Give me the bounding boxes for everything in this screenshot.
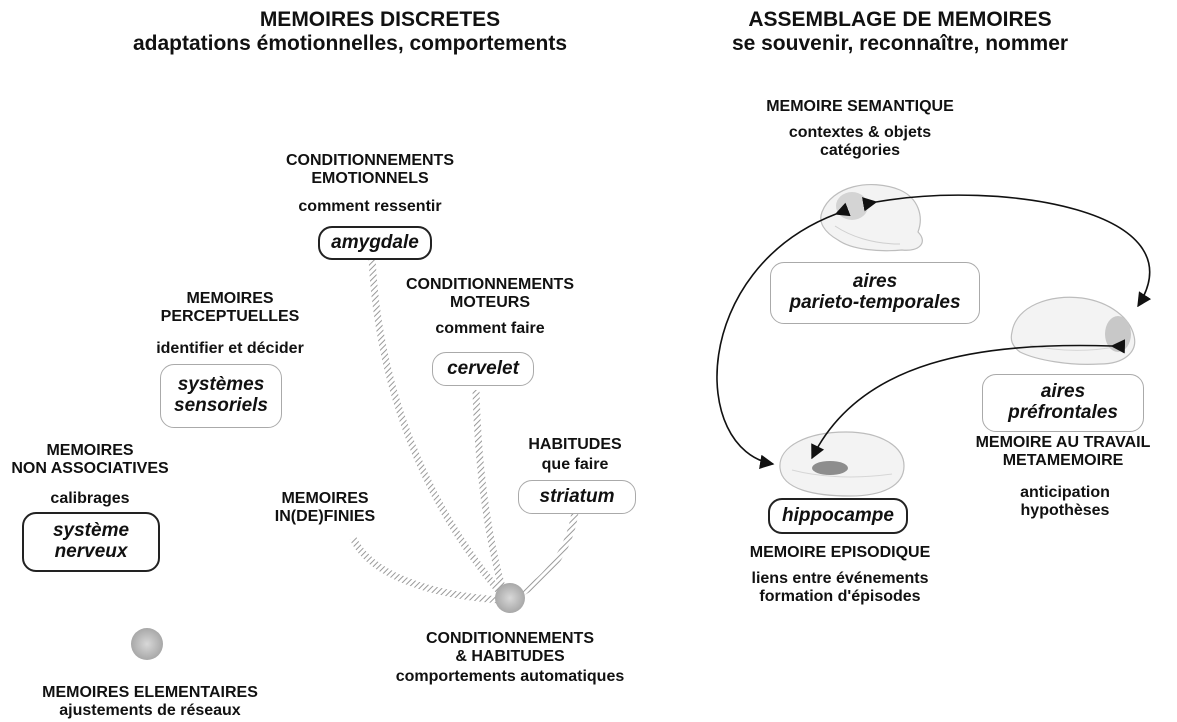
non-associative-title-line1: MEMOIRES <box>46 442 134 459</box>
habits-desc: que faire <box>541 456 609 473</box>
working-memory-desc-line2: hypothèses <box>1020 501 1110 519</box>
prefrontal-line2: préfrontales <box>1008 402 1118 423</box>
sensory-systems-box: systèmes sensoriels <box>160 364 282 428</box>
motor-desc: comment faire <box>435 320 545 337</box>
cervelet-label: cervelet <box>447 357 519 379</box>
parieto-temporal-line2: parieto-temporales <box>789 292 961 313</box>
working-memory-line2: METAMEMOIRE <box>1002 451 1124 469</box>
cervelet-box: cervelet <box>432 352 534 386</box>
prefrontal-line1: aires <box>1040 381 1086 403</box>
perceptual-title-line2: PERCEPTUELLES <box>160 307 300 325</box>
motor-title-line2: MOTEURS <box>450 293 530 311</box>
elementary-desc: ajustements de réseaux <box>59 702 241 719</box>
parieto-temporal-line1: aires <box>852 271 898 293</box>
connector-amygdale <box>368 257 508 601</box>
episodic-desc: liens entre événements formation d'épiso… <box>720 570 960 606</box>
working-memory-desc-line1: anticipation <box>1020 484 1110 501</box>
motor-title-line1: CONDITIONNEMENTS <box>406 276 574 293</box>
hippocampe-label: hippocampe <box>782 504 894 526</box>
connector-cervelet <box>472 389 509 599</box>
emotional-title-line2: EMOTIONNELS <box>311 169 429 187</box>
indefinite-line2: IN(DE)FINIES <box>274 507 376 525</box>
arrow-prefrontal-to-hippocampe <box>811 339 1126 460</box>
elementary-title: MEMOIRES ELEMENTAIRES <box>42 684 258 701</box>
episodic-desc-line1: liens entre événements <box>751 570 929 587</box>
conditioning-hub-desc: comportements automatiques <box>395 668 625 685</box>
habits-title: HABITUDES <box>528 436 622 453</box>
semantic-title: MEMOIRE SEMANTIQUE <box>766 98 954 115</box>
non-associative-desc: calibrages <box>50 490 130 507</box>
non-associative-title: MEMOIRES NON ASSOCIATIVES <box>0 442 180 478</box>
connector-striatum <box>508 511 579 602</box>
perceptual-desc: identifier et décider <box>156 340 304 357</box>
right-header-subtitle: se souvenir, reconnaître, nommer <box>731 32 1069 55</box>
perceptual-title: MEMOIRES PERCEPTUELLES <box>120 290 340 326</box>
nervous-system-line2: nerveux <box>54 541 128 562</box>
conditioning-hub-dot <box>495 583 525 613</box>
amygdale-box: amygdale <box>318 226 432 260</box>
non-associative-title-line2: NON ASSOCIATIVES <box>11 459 169 477</box>
emotional-title-line1: CONDITIONNEMENTS <box>286 152 454 169</box>
elementary-dot <box>131 628 163 660</box>
prefrontal-box: aires préfrontales <box>982 374 1144 432</box>
nervous-system-box: système nerveux <box>22 512 160 572</box>
semantic-desc-line2: catégories <box>819 141 901 159</box>
sensory-systems-line1: systèmes <box>177 374 265 396</box>
working-memory-line1: MEMOIRE AU TRAVAIL <box>975 434 1151 451</box>
semantic-desc-line1: contextes & objets <box>788 124 932 141</box>
striatum-label: striatum <box>539 485 615 507</box>
conditioning-hub-line1: CONDITIONNEMENTS <box>426 630 594 647</box>
arrow-parieto-to-hippocampe <box>716 202 851 469</box>
brain-hippocampus-icon <box>779 431 905 497</box>
episodic-desc-line2: formation d'épisodes <box>759 587 921 605</box>
motor-title: CONDITIONNEMENTS MOTEURS <box>380 276 600 312</box>
brain-parietotemporal-icon <box>820 183 923 252</box>
right-header-title: ASSEMBLAGE DE MEMOIRES <box>748 8 1052 31</box>
working-memory-desc: anticipation hypothèses <box>990 484 1140 520</box>
sensory-systems-line2: sensoriels <box>174 395 268 416</box>
left-header-title: MEMOIRES DISCRETES <box>259 8 501 31</box>
left-header-subtitle: adaptations émotionnelles, comportements <box>132 32 568 55</box>
connector-indefinies <box>349 536 501 604</box>
episodic-title: MEMOIRE EPISODIQUE <box>749 544 931 561</box>
brain-prefrontal-icon <box>1010 296 1136 365</box>
emotional-title: CONDITIONNEMENTS EMOTIONNELS <box>260 152 480 188</box>
semantic-desc: contextes & objets catégories <box>760 124 960 160</box>
conditioning-hub-title: CONDITIONNEMENTS & HABITUDES <box>380 630 640 666</box>
parieto-temporal-box: aires parieto-temporales <box>770 262 980 324</box>
hippocampe-box: hippocampe <box>768 498 908 534</box>
working-memory-title: MEMOIRE AU TRAVAIL METAMEMOIRE <box>950 434 1176 470</box>
perceptual-title-line1: MEMOIRES <box>186 290 274 307</box>
arrow-parieto-to-prefrontal <box>861 194 1152 308</box>
emotional-desc: comment ressentir <box>298 198 442 215</box>
amygdale-label: amygdale <box>331 231 419 253</box>
indefinite-line1: MEMOIRES <box>281 490 369 507</box>
striatum-box: striatum <box>518 480 636 514</box>
nervous-system-line1: système <box>52 520 130 542</box>
indefinite-title: MEMOIRES IN(DE)FINIES <box>255 490 395 526</box>
conditioning-hub-line2: & HABITUDES <box>455 647 565 665</box>
